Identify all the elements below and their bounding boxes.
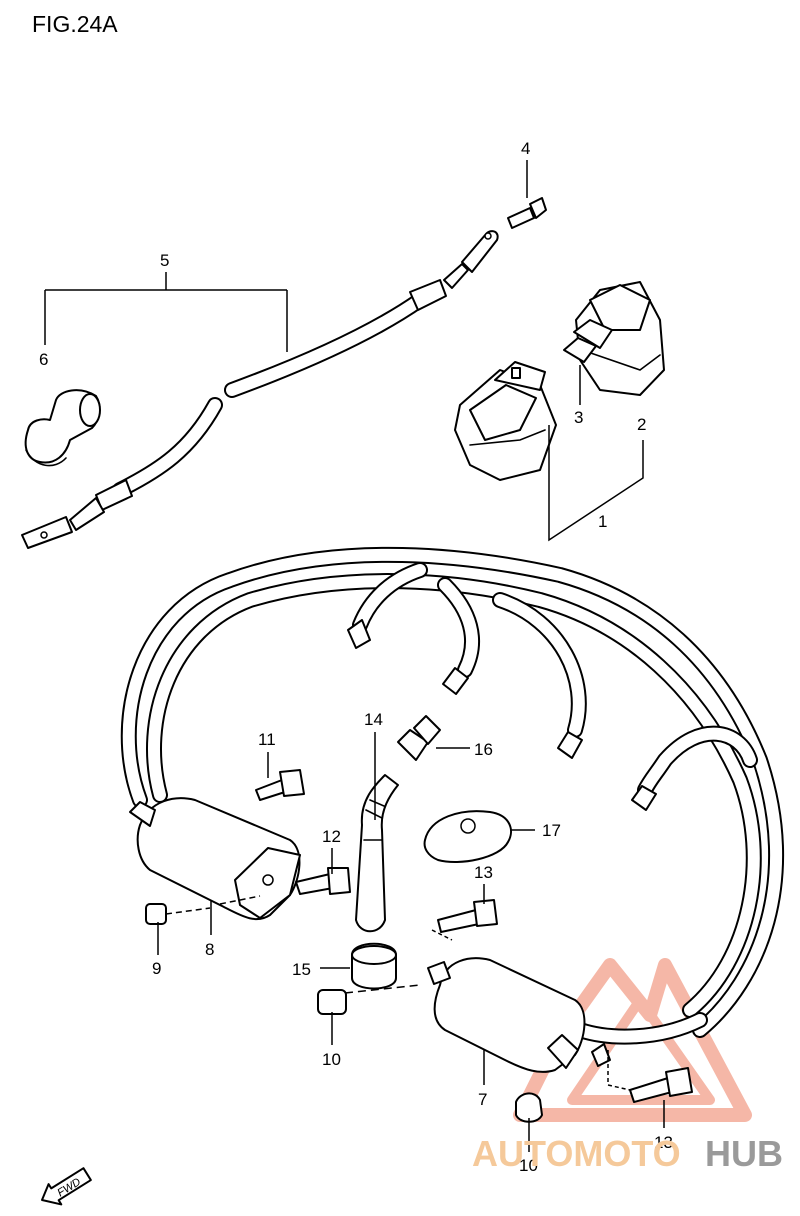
bolt-4 — [507, 197, 547, 229]
callout-13-lower: 13 — [654, 1133, 673, 1152]
collar-9 — [145, 895, 261, 925]
bolt-11 — [255, 769, 305, 801]
plug-cap-14 — [355, 774, 399, 933]
callout-14: 14 — [364, 710, 383, 729]
bolt-13-upper — [431, 899, 498, 941]
callout-15: 15 — [292, 960, 311, 979]
rubber-boot — [24, 389, 101, 467]
callout-10-lower: 10 — [519, 1156, 538, 1175]
joint-16 — [397, 715, 470, 761]
callout-13: 13 — [474, 863, 493, 882]
watermark-text: AUTOMOTO HUB — [472, 1133, 783, 1174]
bolt-12 — [295, 867, 351, 895]
callout-17: 17 — [542, 821, 561, 840]
callout-6: 6 — [39, 350, 48, 369]
watermark-hub: HUB — [705, 1133, 783, 1174]
callout-7: 7 — [478, 1090, 487, 1109]
connector-1 — [454, 361, 557, 481]
callout-12: 12 — [322, 827, 341, 846]
callout-16: 16 — [474, 740, 493, 759]
forward-arrow-badge: FWD — [41, 1167, 92, 1206]
callout-9: 9 — [152, 959, 161, 978]
callout-2: 2 — [637, 415, 646, 434]
collar-10 — [317, 989, 347, 1015]
ignition-coil-8 — [129, 797, 301, 921]
callout-labels: 1 2 3 4 5 6 7 8 9 10 11 12 13 14 15 16 1… — [39, 139, 673, 1175]
ground-lead-assembly — [21, 230, 499, 549]
callout-1: 1 — [598, 512, 607, 531]
plate-17 — [423, 810, 512, 863]
bolt-13-lower — [607, 1050, 693, 1103]
callout-10: 10 — [322, 1050, 341, 1069]
leader-lines — [44, 160, 665, 1152]
callout-11: 11 — [258, 730, 276, 749]
ignition-harness — [120, 546, 785, 1045]
callout-4: 4 — [521, 139, 530, 158]
collar-10-lower — [515, 1092, 543, 1123]
ignition-coil-7 — [344, 957, 611, 1073]
callout-5: 5 — [160, 251, 169, 270]
grommet-15 — [351, 942, 397, 990]
connector-3 — [563, 319, 613, 363]
figure-title: FIG.24A — [32, 11, 118, 37]
callout-8: 8 — [205, 940, 214, 959]
callout-3: 3 — [574, 408, 583, 427]
watermark-automoto: AUTOMOTO — [472, 1133, 681, 1174]
connector-2 — [575, 281, 665, 396]
